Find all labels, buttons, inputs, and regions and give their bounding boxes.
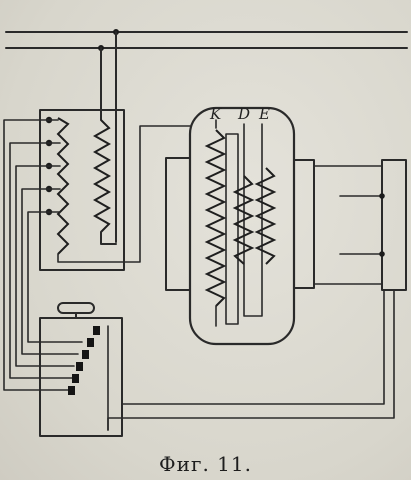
tap-lead-4 — [21, 188, 79, 355]
switch-contact — [68, 386, 75, 395]
tapped-winding — [56, 117, 70, 255]
label-d: D — [237, 105, 250, 123]
supply-lines — [5, 29, 408, 243]
tapped-transformer — [39, 109, 125, 271]
coil-d — [232, 175, 255, 265]
switch-handle — [57, 302, 95, 314]
tap-lead-1 — [3, 119, 71, 391]
coil-assembly: K D E — [165, 105, 315, 346]
winding-end-wire — [57, 253, 125, 263]
center-core — [225, 133, 239, 325]
tap-leads — [3, 116, 83, 391]
feed-wire — [123, 125, 191, 263]
tap-switch — [39, 302, 123, 437]
e-core-loop — [243, 123, 263, 317]
secondary-winding — [92, 119, 112, 233]
label-k: K — [209, 105, 222, 123]
switch-housing — [39, 317, 123, 437]
switch-contact — [76, 362, 83, 371]
switch-contact — [87, 338, 94, 347]
tap-lead-5 — [27, 211, 83, 343]
label-e: E — [258, 105, 270, 123]
switch-contact — [93, 326, 100, 335]
return-wire-outer — [107, 289, 395, 431]
coil-e — [254, 167, 277, 265]
switch-contact — [82, 350, 89, 359]
transformer-frame — [39, 109, 125, 271]
left-core-block — [165, 157, 191, 291]
return-wire-inner — [121, 289, 385, 405]
terminal-dot — [379, 193, 385, 199]
coil-k — [204, 129, 227, 307]
tap-lead-3 — [15, 165, 75, 367]
right-core-block — [293, 159, 315, 289]
output-terminal — [313, 159, 407, 291]
winding-link — [100, 231, 117, 245]
switch-contact — [72, 374, 79, 383]
terminal-dot — [379, 251, 385, 257]
terminal-block — [381, 159, 407, 291]
figure-caption: Фиг. 11. — [159, 452, 252, 476]
